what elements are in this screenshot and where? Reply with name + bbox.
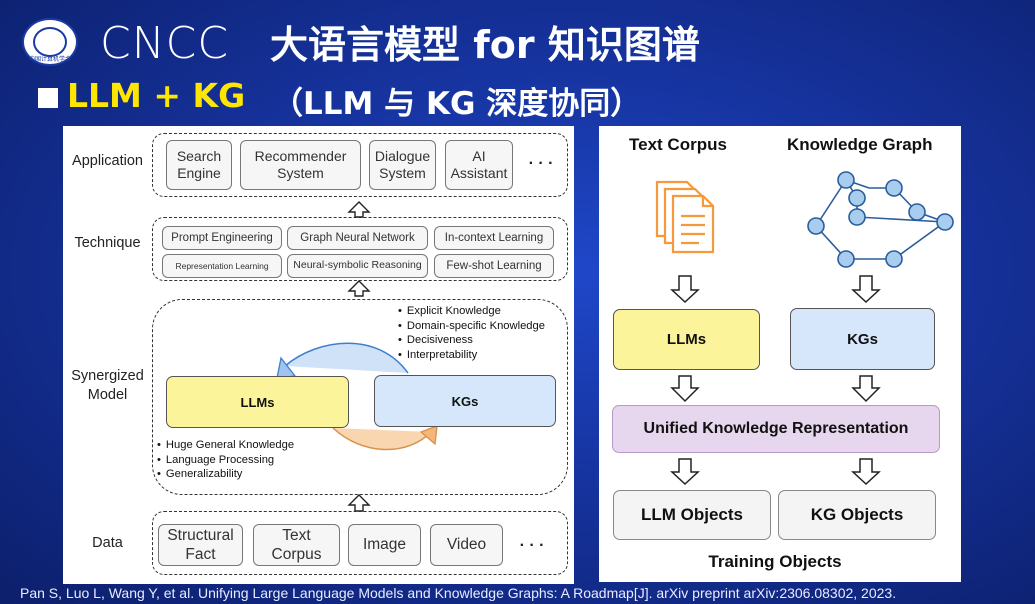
graph-neural-network-box: Graph Neural Network [287, 226, 428, 250]
application-ellipsis: · · · [528, 155, 554, 172]
brand-name: CNCC [100, 18, 230, 69]
knowledge-graph-heading: Knowledge Graph [787, 135, 933, 154]
row-label-data: Data [92, 535, 123, 551]
row-label-technique: Technique [74, 235, 141, 251]
text-corpus-box: Text Corpus [253, 524, 340, 566]
llm-objects-box: LLM Objects [613, 490, 771, 540]
ai-assistant-box: AI Assistant [445, 140, 513, 190]
logo-caption: 中国计算机学会 [28, 56, 71, 63]
ccf-logo: 中国计算机学会 [22, 18, 78, 66]
structural-fact-box: Structural Fact [158, 524, 243, 566]
kg-property: Domain-specific Knowledge [398, 319, 545, 334]
data-group [152, 511, 568, 575]
roadmap-panel: Application Technique Synergized Model D… [63, 126, 574, 584]
kgs-box: KGs [374, 375, 556, 427]
right-graphics [655, 171, 954, 486]
training-objects-label: Training Objects [708, 552, 842, 571]
prompt-engineering-box: Prompt Engineering [162, 226, 282, 250]
synergy-arrows [276, 201, 438, 512]
citation: Pan S, Luo L, Wang Y, et al. Unifying La… [20, 585, 897, 601]
kg-to-llm-arrow [284, 342, 409, 374]
subtitle-rest: （LLM 与 KG 深度协同） [272, 86, 642, 122]
globe-icon [33, 27, 67, 57]
llm-to-kg-arrow [332, 427, 432, 451]
search-engine-box: Search Engine [166, 140, 232, 190]
kg-objects-box: KG Objects [778, 490, 936, 540]
documents-icon [655, 180, 715, 254]
right-llms-box: LLMs [613, 309, 760, 370]
text-corpus-heading: Text Corpus [629, 135, 727, 154]
training-panel: Text Corpus Knowledge Graph [599, 126, 961, 582]
synergized-model-group [152, 299, 568, 495]
llm-property: Huge General Knowledge [157, 438, 294, 453]
row-label-synergized-model: Synergized Model [71, 368, 144, 403]
few-shot-learning-box: Few-shot Learning [434, 254, 554, 278]
knowledge-graph-icon [815, 179, 946, 260]
unified-knowledge-representation-box: Unified Knowledge Representation [612, 405, 940, 453]
recommender-system-box: Recommender System [240, 140, 361, 190]
image-box: Image [348, 524, 421, 566]
data-ellipsis: · · · [519, 537, 545, 554]
dialogue-system-box: Dialogue System [369, 140, 436, 190]
llms-box: LLMs [166, 376, 349, 428]
row-label-application: Application [72, 153, 143, 169]
llm-properties-list: Huge General Knowledge Language Processi… [157, 438, 294, 482]
llm-property: Generalizability [157, 467, 294, 482]
video-box: Video [430, 524, 503, 566]
graph-nodes [807, 171, 954, 268]
kg-property: Decisiveness [398, 333, 545, 348]
subtitle-highlight: LLM + KG [67, 76, 246, 115]
representation-learning-box: Representation Learning [162, 254, 282, 278]
llm-property: Language Processing [157, 453, 294, 468]
neural-symbolic-reasoning-box: Neural-symbolic Reasoning [287, 254, 428, 278]
llm-to-kg-arrowhead [419, 425, 438, 446]
kg-property: Interpretability [398, 348, 545, 363]
slide-title: 大语言模型 for 知识图谱 [270, 23, 700, 67]
down-arrow-icon [670, 275, 881, 486]
in-context-learning-box: In-context Learning [434, 226, 554, 250]
square-bullet-icon [38, 88, 58, 108]
application-group [152, 133, 568, 197]
right-kgs-box: KGs [790, 308, 935, 370]
kg-property: Explicit Knowledge [398, 304, 545, 319]
kg-properties-list: Explicit Knowledge Domain-specific Knowl… [398, 304, 545, 362]
